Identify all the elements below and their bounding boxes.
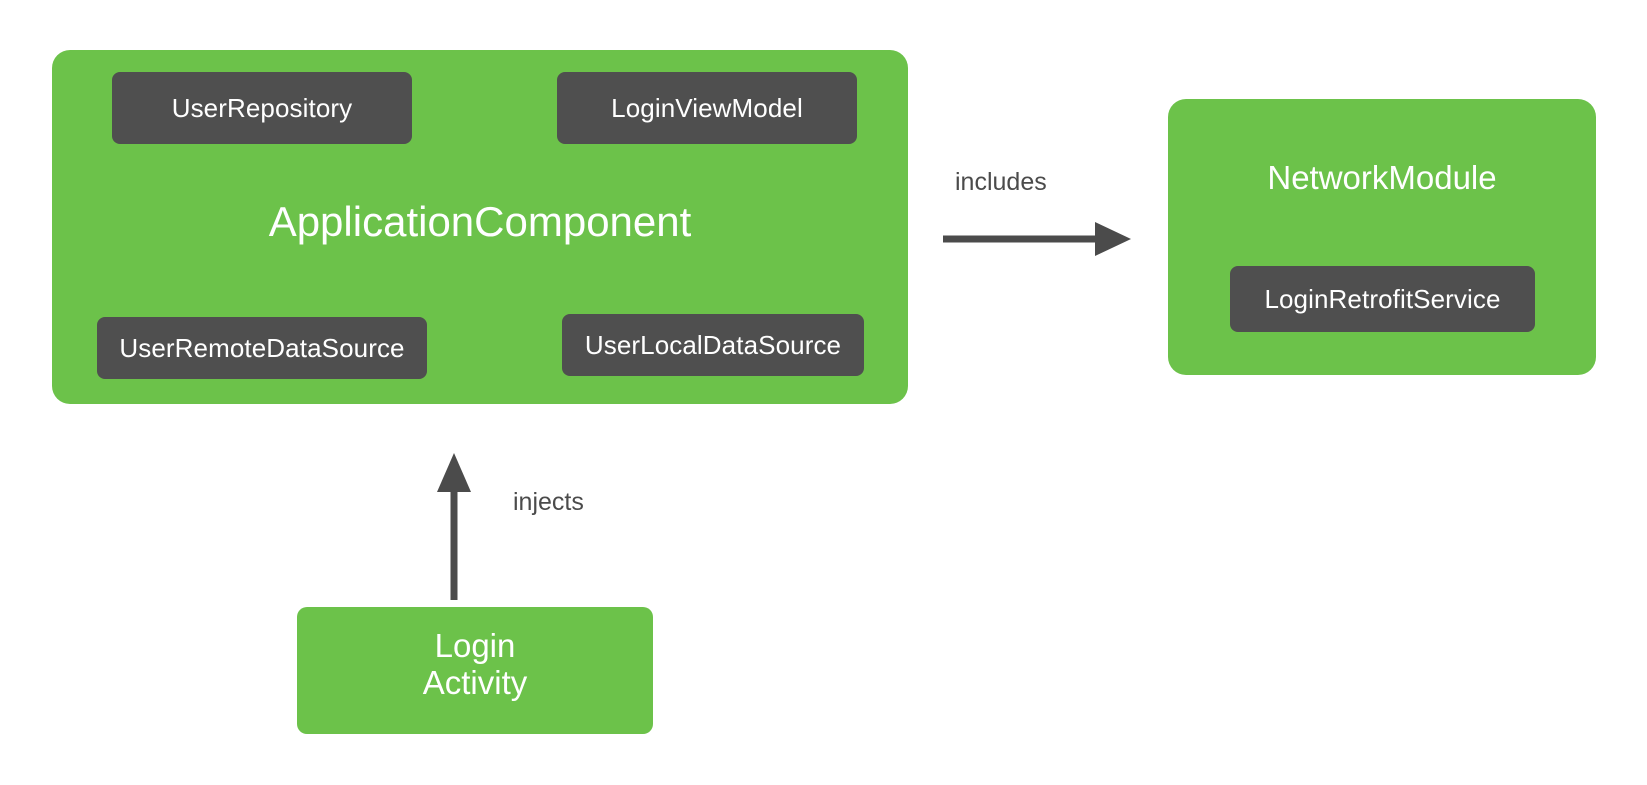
chip-user-remote-data-source[interactable]: UserRemoteDataSource	[97, 317, 427, 379]
includes-arrow-icon	[943, 222, 1131, 256]
injects-edge-label: injects	[513, 488, 584, 516]
network-module-label: NetworkModule	[1267, 159, 1497, 196]
login-activity-label-line1: Login	[434, 627, 516, 664]
chip-login-retrofit-service[interactable]: LoginRetrofitService	[1230, 266, 1535, 332]
chip-user-local-data-source[interactable]: UserLocalDataSource	[562, 314, 864, 376]
application-component-label: ApplicationComponent	[268, 198, 692, 245]
includes-edge-label: includes	[955, 168, 1047, 196]
network-module-box[interactable]	[1168, 99, 1596, 375]
chip-login-viewmodel[interactable]: LoginViewModel	[557, 72, 857, 144]
login-activity-box[interactable]	[297, 607, 653, 734]
chip-user-repository[interactable]: UserRepository	[112, 72, 412, 144]
login-activity-label-line2: Activity	[422, 663, 528, 701]
injects-arrow-icon	[437, 453, 471, 600]
